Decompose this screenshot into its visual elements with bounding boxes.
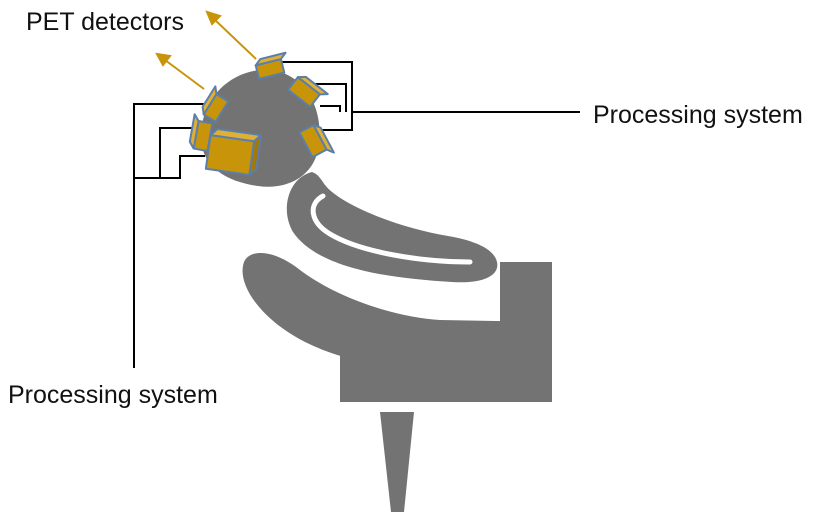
pet-detectors-label: PET detectors: [26, 8, 184, 36]
emission-arrow-2: [164, 59, 205, 90]
scanner-bed: [340, 345, 552, 512]
wire-right-3: [320, 105, 341, 112]
pet-detector-2: [287, 75, 329, 108]
emission-arrows: [155, 10, 257, 90]
pet-detector-6: [204, 128, 263, 176]
pet-detector-3: [298, 123, 335, 159]
arrowhead-2: [155, 52, 172, 67]
pet-detectors: [188, 51, 335, 176]
patient-torso: [286, 172, 498, 283]
pet-detector-4: [201, 85, 230, 123]
processing-system-right-label: Processing system: [593, 101, 803, 129]
bed-seat: [340, 345, 552, 402]
pet-detector-1: [254, 51, 287, 80]
patient-torso-outline: [310, 193, 473, 265]
wire-right-4: [318, 112, 353, 131]
bed-stand: [380, 412, 414, 512]
patient-figure: [201, 69, 552, 372]
emission-arrow-1: [213, 18, 257, 60]
patient-legs: [242, 252, 552, 372]
processing-system-bottom-label: Processing system: [8, 381, 218, 409]
wire-left-2: [134, 127, 196, 179]
processing-wires: [133, 61, 580, 368]
arrowhead-1: [205, 10, 222, 26]
wire-left-1: [133, 103, 210, 368]
patient-lower-body: [500, 262, 552, 322]
wire-left-3: [160, 155, 205, 179]
